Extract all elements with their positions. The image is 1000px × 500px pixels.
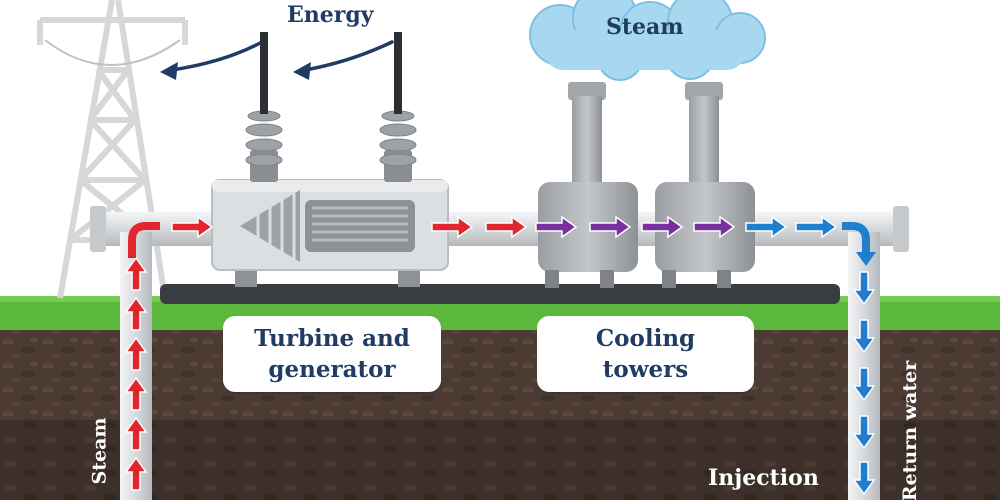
energy-arrowhead-icon [293, 62, 311, 80]
cooling-arrow-icon [535, 215, 578, 239]
steam-right-arrow-icon [431, 215, 474, 239]
flow-arrows [124, 215, 876, 496]
water-bend-arrow-icon [842, 222, 870, 254]
steam-right-arrow-icon [485, 215, 528, 239]
soil-layers [0, 328, 1000, 500]
water-down-arrow-icon [852, 461, 876, 496]
water-down-arrow-icon [852, 271, 876, 306]
cooling-tower-1 [538, 82, 638, 288]
turbine-generator-unit [211, 32, 449, 287]
power-pylon-icon [37, 0, 188, 299]
cooling-arrow-icon [693, 215, 736, 239]
water-bend-arrowhead-icon [856, 252, 876, 266]
cooling-tower-2 [655, 82, 755, 288]
equipment-base [160, 284, 840, 304]
steam-cloud-label: Steam [606, 14, 684, 40]
cooling-label-line2: towers [602, 356, 689, 383]
energy-arrowhead-icon [160, 62, 178, 80]
water-right-arrow-icon [795, 215, 838, 239]
energy-label: Energy [287, 2, 374, 28]
turbine-label-line1: Turbine and [254, 325, 410, 352]
turbine-label-line2: generator [268, 356, 396, 383]
energy-flow-arrows [170, 40, 394, 72]
cooling-arrow-icon [589, 215, 632, 239]
return-water-label: Return water [899, 360, 922, 500]
cooling-towers-card: Cooling towers [537, 316, 754, 392]
water-down-arrow-icon [852, 319, 876, 354]
injection-label: Injection [708, 465, 819, 491]
water-down-arrow-icon [852, 415, 876, 450]
steam-well-label: Steam [88, 417, 111, 485]
cooling-label-line1: Cooling [595, 325, 696, 352]
steam-up-arrow-icon [124, 456, 148, 491]
steam-up-arrow-icon [124, 296, 148, 331]
steam-right-arrow-icon [171, 215, 214, 239]
steam-cloud [529, 0, 766, 81]
steam-bend-arrow-icon [128, 222, 160, 258]
steam-up-arrow-icon [124, 416, 148, 451]
steam-up-arrow-icon [124, 256, 148, 291]
water-down-arrow-icon [852, 367, 876, 402]
steam-up-arrow-icon [124, 336, 148, 371]
turbine-generator-card: Turbine and generator [223, 316, 441, 392]
water-right-arrow-icon [745, 215, 788, 239]
steam-up-arrow-icon [124, 376, 148, 411]
cooling-arrow-icon [641, 215, 684, 239]
